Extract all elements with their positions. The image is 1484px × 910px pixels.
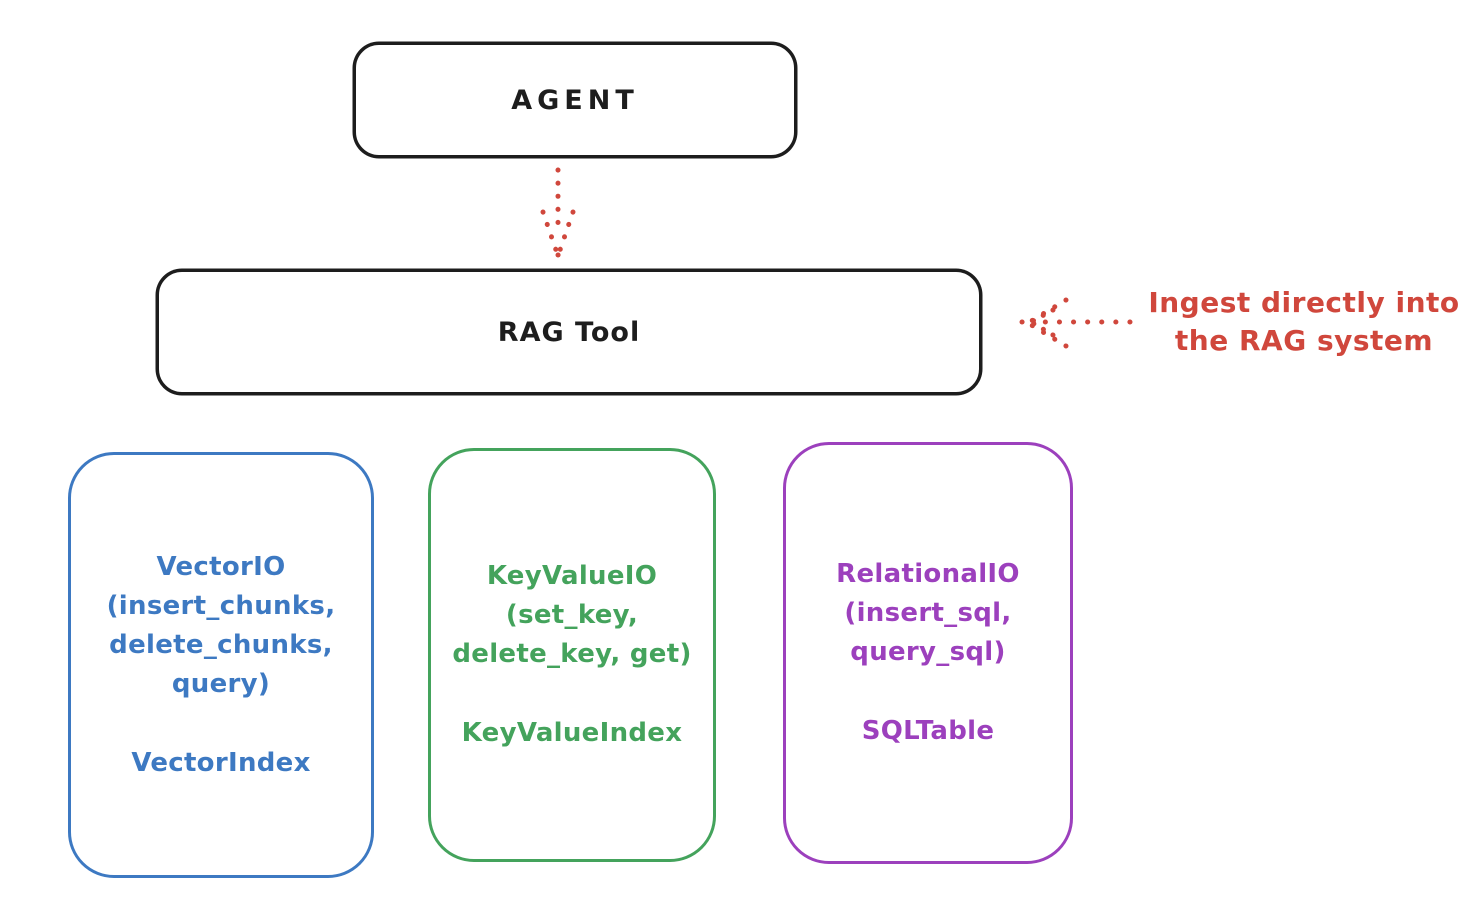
ingest-annotation-line-2: the RAG system <box>1174 324 1434 357</box>
agent-node-label: AGENT <box>511 84 639 116</box>
keyvalue-io-line-1: KeyValueIO <box>486 561 658 591</box>
annotation-to-rag-dotted-arrow-icon <box>1019 297 1133 349</box>
keyvalue-io-line-3: delete_key, get) <box>452 639 692 669</box>
vector-io-line-3: delete_chunks, <box>109 629 333 660</box>
relational-io-line-3: query_sql) <box>850 637 1006 667</box>
vector-io-text: VectorIO (insert_chunks, delete_chunks, … <box>107 548 336 783</box>
ingest-annotation-line-1: Ingest directly into <box>1148 286 1460 319</box>
relational-io-line-1: RelationalIO <box>836 559 1020 589</box>
relational-io-node: RelationalIO (insert_sql, query_sql) SQL… <box>783 442 1073 864</box>
vector-io-node: VectorIO (insert_chunks, delete_chunks, … <box>68 452 374 878</box>
vector-io-line-2: (insert_chunks, <box>106 590 336 621</box>
rag-tool-node-label: RAG Tool <box>497 316 641 348</box>
keyvalue-io-node: KeyValueIO (set_key, delete_key, get) Ke… <box>428 448 716 862</box>
sql-table-label: SQLTable <box>861 716 995 746</box>
ingest-annotation: Ingest directly into the RAG system <box>1128 284 1480 360</box>
agent-node: AGENT <box>353 42 797 158</box>
vector-io-line-4: query) <box>171 668 271 699</box>
rag-tool-node: RAG Tool <box>156 269 982 395</box>
relational-io-line-2: (insert_sql, <box>844 598 1012 628</box>
keyvalue-io-text: KeyValueIO (set_key, delete_key, get) Ke… <box>452 557 691 753</box>
vector-index-label: VectorIndex <box>131 747 311 778</box>
agent-to-rag-dotted-arrow-icon <box>540 167 576 258</box>
keyvalue-io-line-2: (set_key, <box>505 600 639 630</box>
relational-io-text: RelationalIO (insert_sql, query_sql) SQL… <box>836 555 1020 751</box>
keyvalue-index-label: KeyValueIndex <box>461 718 683 748</box>
vector-io-line-1: VectorIO <box>156 551 286 582</box>
